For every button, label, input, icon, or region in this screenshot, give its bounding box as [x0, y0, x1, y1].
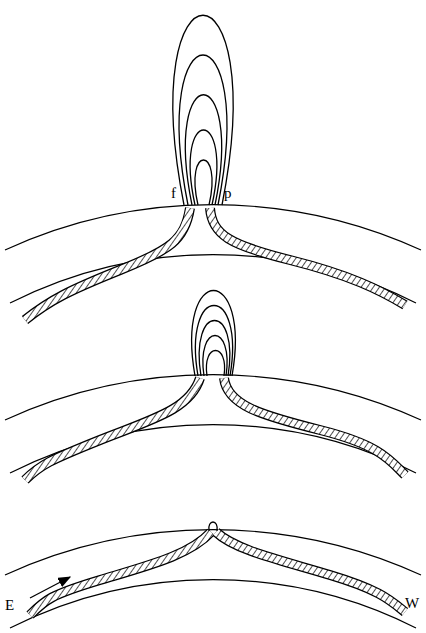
footpoint-label: f: [171, 186, 176, 201]
flux-tube-hatching: [216, 532, 405, 612]
flux-tube-outline: [216, 532, 405, 612]
flux-tube-outline: [25, 378, 200, 480]
flux-tube-hatching: [30, 532, 211, 615]
footpoint-label: p: [224, 186, 232, 201]
flux-tubes: [25, 208, 405, 615]
flux-tube-hatching: [210, 208, 405, 305]
direction-label: E: [5, 598, 14, 613]
flux-tube-hatching: [224, 378, 405, 475]
flux-tube-outline: [30, 532, 211, 615]
flux-tube-hatching: [25, 378, 200, 480]
flux-tube-outline: [25, 208, 190, 320]
solar-surface-arcs: [5, 205, 421, 628]
flux-tube-outline: [224, 378, 405, 475]
flux-tube-hatching: [25, 208, 190, 320]
rotation-arrow: [30, 577, 70, 598]
direction-label: W: [405, 596, 419, 611]
field-loops: [173, 15, 235, 531]
flux-tube-outline: [210, 208, 405, 305]
